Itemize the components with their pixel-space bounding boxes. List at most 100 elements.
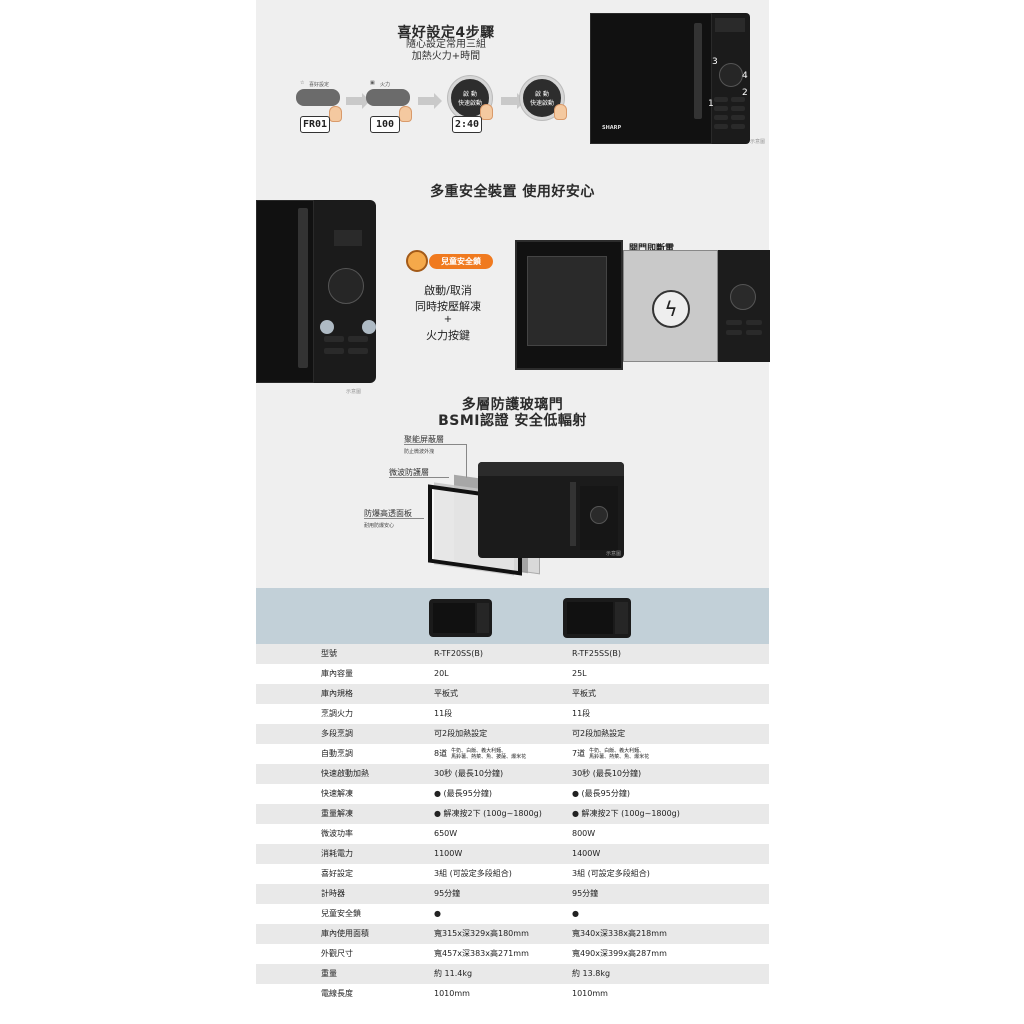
- dial-sublabel: 快速啟動: [457, 100, 482, 107]
- step-number-4: 4: [742, 71, 748, 81]
- spec-value-model2: 平板式: [572, 689, 596, 698]
- arrow-right-icon: [346, 93, 370, 109]
- child-lock-line2: 同時按壓解凍: [415, 300, 481, 313]
- spec-value-model2: 25L: [572, 669, 587, 678]
- layer3-sublabel: 耐用防爆安心: [364, 523, 395, 529]
- spec-value-model1: 20L: [434, 669, 449, 678]
- oven-control-image: SHARP 3 4 2 1: [590, 13, 750, 144]
- child-lock-badge: 兒童安全鎖: [429, 254, 493, 269]
- spec-value-model2: 寬490x深399x高287mm: [572, 949, 667, 958]
- keypad-button: [726, 320, 742, 325]
- spec-value-model2: ●: [572, 909, 579, 918]
- callout-line: [389, 477, 449, 478]
- spec-value-model1: 平板式: [434, 689, 458, 698]
- keypad-button: [348, 348, 368, 354]
- control-panel: [580, 486, 618, 550]
- step2-icon: ▣: [370, 80, 375, 86]
- oven-door: [590, 13, 712, 144]
- spec-key: 烹調火力: [321, 709, 353, 718]
- auto-cook-list-line2: 馬鈴薯、熱菜、魚、披薩、爆米花: [451, 753, 527, 760]
- lightning-icon: ϟ: [652, 290, 690, 328]
- spec-value-model2: 3組 (可設定多段組合): [572, 869, 650, 878]
- panel-dial: [730, 284, 756, 310]
- keypad-button: [746, 330, 762, 335]
- lcd-display-1: FR01: [300, 116, 330, 133]
- oven-3d-image: [478, 462, 624, 558]
- spec-value-model2: 30秒 (最長10分鐘): [572, 769, 642, 778]
- child-face-icon: [406, 250, 428, 272]
- keypad-button: [731, 124, 745, 129]
- spec-value-model1: 30秒 (最長10分鐘): [434, 769, 504, 778]
- favorite-setting-sub2: 加熱火力+時間: [411, 51, 481, 62]
- spec-value-model2: 1400W: [572, 849, 601, 858]
- keypad-button: [731, 115, 745, 120]
- arrow-right-icon: [501, 93, 525, 109]
- spec-key: 自動烹調: [321, 749, 353, 758]
- spec-key: 喜好設定: [321, 869, 353, 878]
- spec-key: 兒童安全鎖: [321, 909, 361, 918]
- auto-cook-list-line2: 馬鈴薯、熱菜、魚、爆米花: [589, 753, 650, 760]
- spec-row: 消耗電力 1100W 1400W: [256, 844, 769, 864]
- spec-row: 計時器 95分鐘 95分鐘: [256, 884, 769, 904]
- safety-title: 多重安全裝置 使用好安心: [430, 184, 595, 200]
- dial-sublabel: 快速啟動: [529, 100, 554, 107]
- spec-value-model2: 95分鐘: [572, 889, 599, 898]
- spec-row: 庫內容量 20L 25L: [256, 664, 769, 684]
- hand-icon: [399, 106, 412, 122]
- step2-label: 火力: [380, 82, 391, 88]
- oven-handle: [570, 482, 576, 546]
- spec-value-model1: 95分鐘: [434, 889, 461, 898]
- step-number-3: 3: [712, 57, 718, 67]
- arrow-right-icon: [418, 93, 442, 109]
- step1-label: 喜好設定: [309, 82, 330, 88]
- power-button: [366, 89, 410, 106]
- promo-section: 喜好設定4步驟 隨心設定常用三組 加熱火力+時間 ☆ 喜好設定 FR01 ▣ 火…: [256, 0, 770, 588]
- step1-star-icon: ☆: [300, 80, 305, 86]
- product-page: 喜好設定4步驟 隨心設定常用三組 加熱火力+時間 ☆ 喜好設定 FR01 ▣ 火…: [256, 0, 770, 1024]
- oven-handle: [694, 23, 702, 119]
- spec-row: 快速啟動加熱 30秒 (最長10分鐘) 30秒 (最長10分鐘): [256, 764, 769, 784]
- child-lock-line1: 啟動/取消: [424, 284, 472, 297]
- spec-key: 電線長度: [321, 989, 353, 998]
- oven-handle: [298, 208, 308, 368]
- spec-row: 重量解凍 ● 解凍按2下 (100g~1800g) ● 解凍按2下 (100g~…: [256, 804, 769, 824]
- layer1-label: 聚能屏蔽層: [404, 435, 444, 444]
- open-door: [515, 240, 623, 370]
- spec-row: 兒童安全鎖 ● ●: [256, 904, 769, 924]
- spec-key: 消耗電力: [321, 849, 353, 858]
- spec-value-model1: ●: [434, 909, 441, 918]
- hand-icon: [329, 106, 342, 122]
- spec-key: 多段烹調: [321, 729, 353, 738]
- oven-door: [433, 603, 475, 633]
- callout-line: [466, 444, 467, 478]
- layer1-sublabel: 防止微波外洩: [404, 449, 435, 455]
- spec-key: 快速解凍: [321, 789, 353, 798]
- brand-logo: SHARP: [602, 125, 622, 131]
- spec-key: 快速啟動加熱: [321, 769, 369, 778]
- spec-row: 烹調火力 11段 11段: [256, 704, 769, 724]
- favorite-setting-title: 喜好設定4步驟: [397, 25, 495, 41]
- glass-door-title2: BSMI認證 安全低輻射: [438, 413, 587, 429]
- hand-icon: [554, 104, 567, 120]
- oven-top: [478, 462, 624, 476]
- spec-row: 外觀尺寸 寬457x深383x高271mm 寬490x深399x高287mm: [256, 944, 769, 964]
- spec-header: [256, 588, 769, 646]
- spec-row: 自動烹調 8道牛奶、白飯、義大利麵、馬鈴薯、熱菜、魚、披薩、爆米花 7道牛奶、白…: [256, 744, 769, 764]
- spec-key: 庫內使用面積: [321, 929, 369, 938]
- spec-value-model1: 約 11.4kg: [434, 969, 473, 978]
- spec-value-model2: 1010mm: [572, 989, 608, 998]
- auto-cook-list: 牛奶、白飯、義大利麵、馬鈴薯、熱菜、魚、披薩、爆米花: [451, 748, 526, 760]
- spec-value-model1: 可2段加熱設定: [434, 729, 488, 738]
- spec-row: 喜好設定 3組 (可設定多段組合) 3組 (可設定多段組合): [256, 864, 769, 884]
- callout-line: [404, 444, 466, 445]
- spec-value-model1: 1010mm: [434, 989, 470, 998]
- spec-key: 計時器: [321, 889, 345, 898]
- lcd-display-2: 100: [370, 116, 400, 133]
- lcd-display-3: 2:40: [452, 116, 482, 133]
- press-highlight: [362, 320, 376, 334]
- illustration-note: 示意圖: [346, 389, 362, 395]
- control-panel: [615, 602, 628, 634]
- spec-value-model2: 11段: [572, 709, 591, 718]
- auto-cook-list-line1: 牛奶、白飯、義大利麵、: [451, 747, 507, 754]
- press-highlight: [320, 320, 334, 334]
